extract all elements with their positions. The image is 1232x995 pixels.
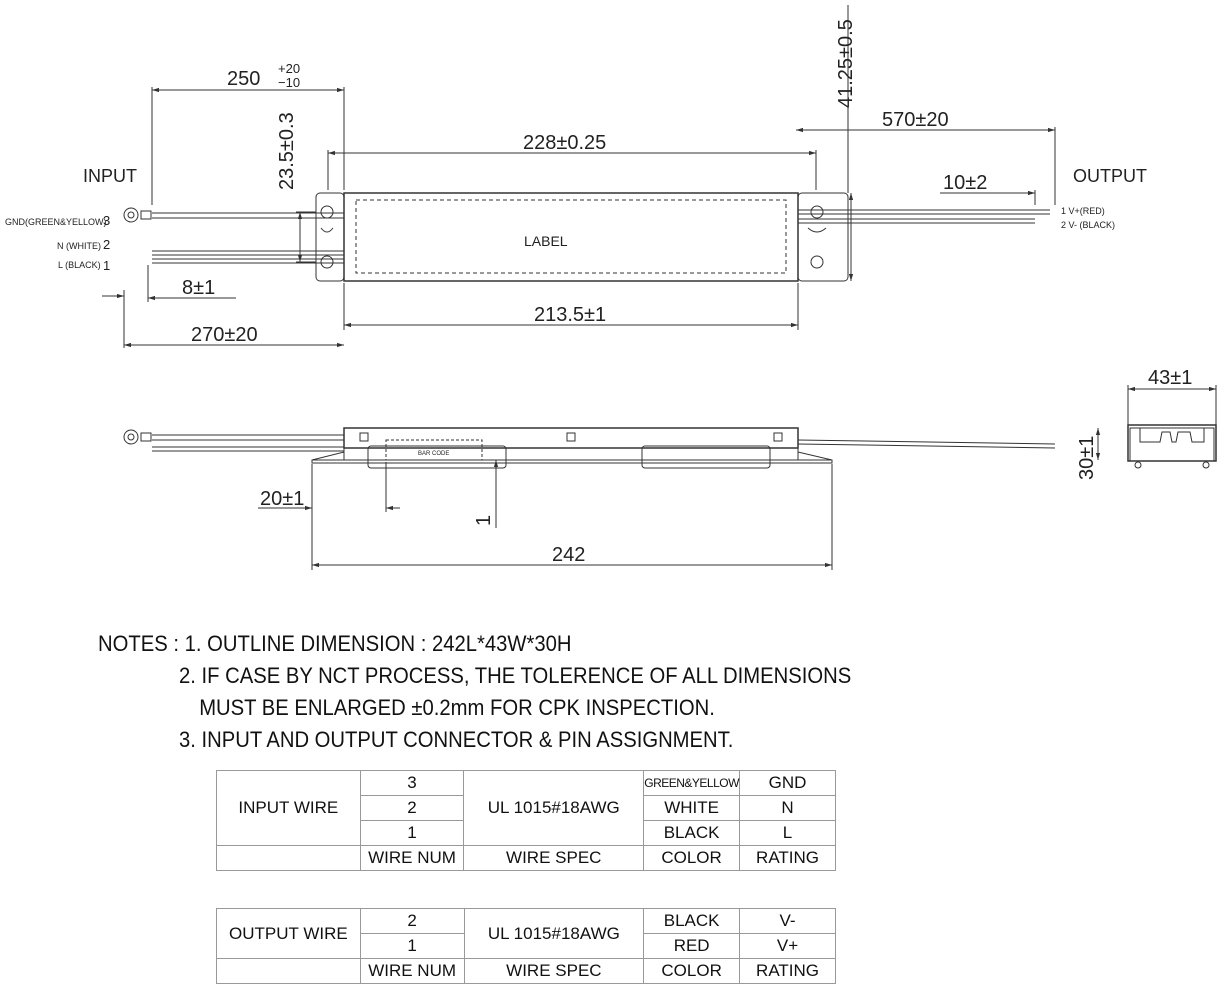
end-view [1127,385,1217,469]
dim-23-5: 23.5±0.3 [276,112,298,190]
mechanical-drawing: 250 +20 −10 23.5±0.3 41.25±0.5 570±20 22… [5,5,1217,570]
l-wire-num: 1 [103,258,110,273]
wire-num: 1 [359,820,465,846]
gnd-wire-label: GND(GREEN&YELLOW) [5,217,107,227]
header-color: COLOR [643,845,741,871]
note-1: NOTES : 1. OUTLINE DIMENSION : 242L*43W*… [98,631,572,656]
header-wire-spec: WIRE SPEC [463,845,645,871]
wire-color: RED [643,933,741,959]
n-wire-label: N (WHITE) [57,241,101,251]
barcode-label: BAR CODE [418,451,449,457]
note-2: 2. IF CASE BY NCT PROCESS, THE TOLERENCE… [178,663,852,688]
dim-213-5: 213.5±1 [534,304,606,326]
dim-10: 10±2 [943,172,987,194]
dim-242: 242 [552,544,585,566]
input-wire-label: INPUT WIRE [216,770,361,846]
dim-250-tol-up: +20 [278,61,300,76]
dim-250: 250 [227,68,260,90]
header-wire-num: WIRE NUM [359,958,465,984]
input-wire-table: INPUT WIRE 3 UL 1015#18AWG GREEN&YELLOW … [216,770,836,871]
wire-spec: UL 1015#18AWG [463,908,645,959]
notes-block: NOTES : 1. OUTLINE DIMENSION : 242L*43W*… [98,628,851,756]
header-wire-spec: WIRE SPEC [463,958,645,984]
dimension-labels: 250 +20 −10 23.5±0.3 41.25±0.5 570±20 22… [5,19,1192,566]
l-wire-label: L (BLACK) [58,260,101,270]
top-view [102,5,1056,348]
dim-570: 570±20 [882,109,949,131]
header-rating: RATING [739,845,836,871]
wire-num: 1 [359,933,465,959]
dim-270: 270±20 [191,324,258,346]
wire-rating: N [739,795,836,821]
out-wire-1-label: 1 V+(RED) [1061,206,1105,216]
wire-color: BLACK [643,820,741,846]
gnd-wire-num: 3 [103,213,110,228]
input-label: INPUT [83,166,137,186]
header-wire-num: WIRE NUM [359,845,465,871]
n-wire-num: 2 [103,237,110,252]
wire-num: 2 [359,908,465,934]
wire-rating: V- [739,908,836,934]
case-label: LABEL [524,233,568,249]
dim-8: 8±1 [182,277,215,299]
wire-color: BLACK [643,908,741,934]
wire-rating: L [739,820,836,846]
dim-250-tol-dn: −10 [278,75,300,90]
output-wire-table: OUTPUT WIRE 2 UL 1015#18AWG BLACK V- 1 R… [216,908,836,984]
wire-num: 2 [359,795,465,821]
header-color: COLOR [643,958,741,984]
dim-41-25: 41.25±0.5 [835,19,857,108]
wire-rating: GND [739,770,836,796]
side-view [123,427,1101,570]
dim-30: 30±1 [1076,436,1098,480]
dim-20: 20±1 [260,488,304,510]
wire-color: WHITE [643,795,741,821]
header-rating: RATING [739,958,836,984]
output-wire-label: OUTPUT WIRE [216,908,361,959]
wire-color: GREEN&YELLOW [643,770,741,796]
wire-num: 3 [359,770,465,796]
dim-228: 228±0.25 [523,132,606,154]
note-2-cont: MUST BE ENLARGED ±0.2mm FOR CPK INSPECTI… [199,695,715,720]
note-3: 3. INPUT AND OUTPUT CONNECTOR & PIN ASSI… [178,727,734,752]
dim-1: 1 [473,515,495,526]
dim-43: 43±1 [1148,367,1192,389]
wire-rating: V+ [739,933,836,959]
output-label: OUTPUT [1073,166,1147,186]
out-wire-2-label: 2 V- (BLACK) [1061,220,1115,230]
wire-spec: UL 1015#18AWG [463,770,645,846]
